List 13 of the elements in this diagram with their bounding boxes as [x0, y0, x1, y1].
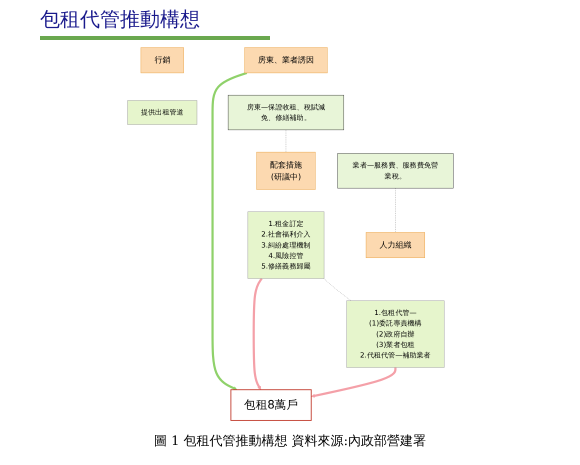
node-box: 人力組織 — [365, 232, 425, 258]
caption: 圖 1 包租代管推動構想 資料來源:內政部營建署 — [152, 433, 428, 450]
node-box: 包租8萬戶 — [230, 389, 312, 421]
arrow — [211, 72, 247, 390]
connector — [285, 130, 286, 152]
arrow — [252, 278, 262, 390]
node-box: 房東、業者誘因 — [244, 47, 328, 74]
node-box: 行銷 — [140, 47, 184, 74]
connector — [323, 278, 351, 301]
arrow — [310, 367, 396, 398]
node-box: 配套措施 (研議中) — [256, 152, 316, 190]
connector — [394, 188, 396, 233]
title: 包租代管推動構想 — [40, 6, 200, 33]
